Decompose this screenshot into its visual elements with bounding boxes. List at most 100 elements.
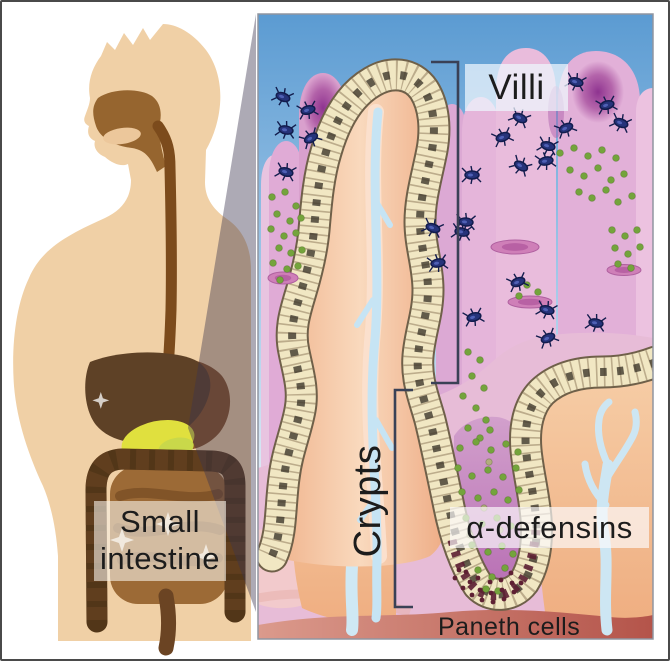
defensin-granule-icon [602, 186, 610, 194]
defensin-granule-icon [464, 348, 472, 356]
zoom-cone [188, 14, 256, 612]
crypts-label: Crypts [346, 444, 389, 558]
defensin-granule-icon [484, 466, 492, 474]
paneth-granule [460, 585, 466, 591]
paneth-granule [518, 580, 524, 586]
lacteal-vessel [354, 107, 395, 623]
defensin-granule-icon [501, 564, 509, 572]
defensin-granule-icon [273, 210, 281, 218]
defensin-granule-icon [611, 244, 619, 252]
paneth-granule [469, 592, 475, 598]
defensin-granule-icon [504, 496, 512, 504]
paneth-granule [490, 599, 496, 605]
paneth-granule [456, 567, 462, 573]
defensin-granule-icon [482, 416, 490, 424]
rectum [158, 588, 177, 656]
paneth-cells-label: Paneth cells [438, 612, 581, 641]
annotation-brackets [393, 60, 460, 609]
defensin-granule-icon [468, 472, 476, 480]
paneth-granule [487, 579, 493, 585]
defensin-granule-icon [292, 229, 300, 237]
defensin-granule-icon [482, 585, 490, 593]
paneth-granule [452, 575, 458, 581]
defensin-granule-icon [612, 154, 620, 162]
defensin-granule-icon [486, 426, 494, 434]
defensin-granule-icon [627, 264, 635, 272]
paneth-granules [452, 567, 524, 605]
defensin-granule-icon [614, 198, 622, 206]
central-villus-core [272, 74, 449, 623]
defensin-granule-icon [594, 164, 602, 172]
defensin-granule-icon [607, 176, 615, 184]
defensin-granule-icon [620, 170, 628, 178]
paneth-granule [501, 596, 507, 602]
paneth-granule [477, 587, 483, 593]
defensin-granule-icon [286, 217, 294, 225]
crypts-bracket [393, 388, 413, 609]
crypt-opening-inner [517, 298, 543, 306]
defensin-granule-icon [502, 440, 510, 448]
defensin-granule-icon [584, 152, 592, 160]
defensin-granule-icon [464, 424, 472, 432]
defensin-granule-icon [468, 372, 476, 380]
defensin-granule-icon [633, 226, 641, 234]
paneth-granule [475, 575, 481, 581]
colon-haustra [85, 448, 246, 621]
panel-border [257, 13, 654, 640]
defensin-granule-icon [487, 446, 495, 454]
paneth-granule [511, 589, 517, 595]
paneth-granule [463, 569, 469, 575]
paneth-granule [479, 597, 485, 603]
villi-bracket [431, 60, 460, 385]
defensin-granule-icon [556, 149, 564, 157]
defensin-granule-icon [269, 259, 277, 267]
defensin-granule-icon [474, 494, 482, 502]
defensin-granule-icon [512, 464, 520, 472]
defensin-granule-icon [624, 250, 632, 258]
defensin-granule-icon [514, 448, 522, 456]
paneth-granule [488, 590, 494, 596]
defensin-granule-icon [515, 292, 523, 300]
villus-shape [436, 104, 468, 430]
small-intestine-label: Small intestine [94, 501, 226, 581]
paneth-granule [498, 577, 504, 583]
defensin-granule-icon [454, 464, 462, 472]
defensin-granule-icon [628, 192, 636, 200]
defensin-granule-icon [268, 193, 276, 201]
defensin-granule-icon [459, 392, 467, 400]
paneth-granule [509, 580, 515, 586]
defensin-granule-icon [588, 194, 596, 202]
defensin-granule-icon [575, 188, 583, 196]
defensin-granule-icon [283, 265, 291, 273]
defensin-granule-icon [499, 473, 507, 481]
defensin-granule-icon [534, 288, 542, 296]
defensin-granule-icon [570, 144, 578, 152]
defensin-granule-icon [276, 276, 284, 284]
defensin-granule-icon [476, 356, 484, 364]
villus-shape [636, 88, 653, 380]
tongue [103, 127, 141, 145]
defensin-granule-icon [472, 438, 480, 446]
defensin-granule-icon [614, 260, 622, 268]
villus-shape [558, 51, 640, 410]
villus-dark-tip [572, 61, 624, 123]
defensin-granule-icon [294, 262, 302, 270]
paneth-granule [499, 587, 505, 593]
defensin-granule-icon [485, 458, 493, 466]
alpha-defensins-label: α-defensins [450, 507, 649, 548]
defensin-granule-icon [472, 404, 480, 412]
defensin-granule-icon [480, 384, 488, 392]
defensin-granule-icon [484, 548, 492, 556]
defensin-granule-icon [598, 146, 606, 154]
liver [85, 352, 211, 443]
defensin-granule-icon [267, 225, 275, 233]
defensin-granule-icon [287, 249, 295, 257]
defensin-granule-icon [456, 444, 464, 452]
defensin-granule-icon [515, 486, 523, 494]
defensin-granule-icon [621, 232, 629, 240]
defensin-granule-icon [474, 566, 482, 574]
paneth-granule [467, 579, 473, 585]
defensin-granule-icon [636, 243, 644, 251]
defensin-granule-icon [608, 226, 616, 234]
defensin-granule-icon [580, 172, 588, 180]
